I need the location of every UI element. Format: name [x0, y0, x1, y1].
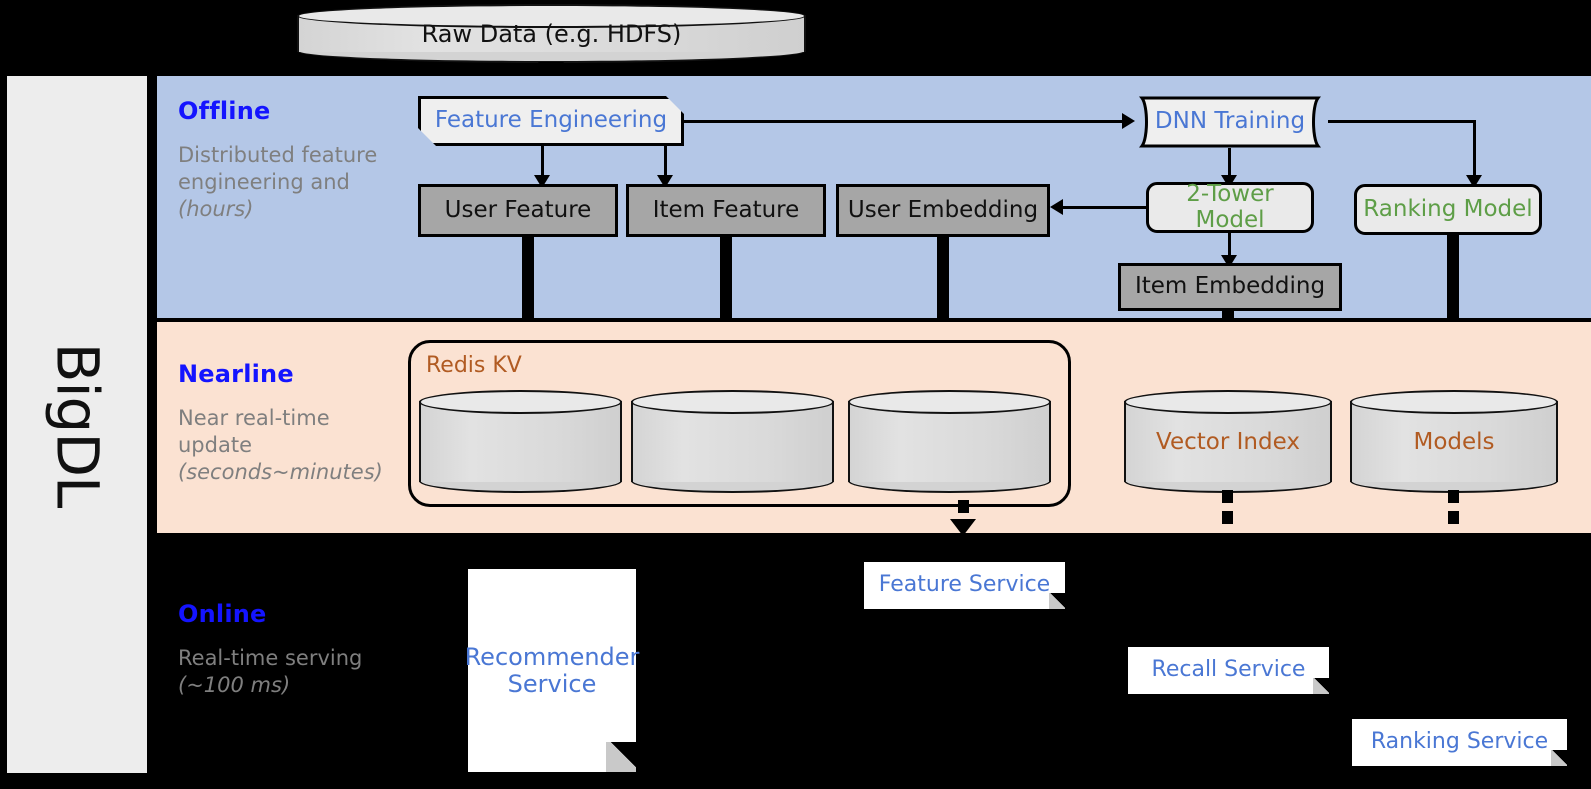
offline-desc-text: Distributed feature engineering and [178, 143, 378, 194]
section-offline-description: Distributed feature engineering and (hou… [178, 142, 393, 223]
models-label: Models [1413, 428, 1495, 455]
cylinder-top [1124, 390, 1332, 414]
connector-dnn-ranking-h [1328, 120, 1476, 123]
raw-data-label: Raw Data (e.g. HDFS) [421, 19, 682, 48]
connector-fe-userfeature [541, 146, 544, 180]
section-offline-title: Offline [178, 97, 271, 125]
recommender-service-label: Recommender Service [464, 642, 640, 698]
dashed-connector-models-rankingservice [1448, 490, 1459, 530]
node-user-feature[interactable]: User Feature [418, 184, 618, 237]
cylinder-body [848, 401, 1051, 482]
nearline-desc-italic: (seconds~minutes) [178, 459, 383, 484]
raw-data-cylinder: Raw Data (e.g. HDFS) [297, 4, 806, 63]
online-desc-italic: (~100 ms) [178, 672, 291, 697]
feature-engineering-label: Feature Engineering [434, 107, 668, 134]
connector-fe-itemfeature [664, 146, 667, 180]
node-dnn-training[interactable]: DNN Training [1132, 96, 1328, 148]
page-fold-corner [1313, 678, 1329, 694]
page-fold-corner [1551, 750, 1567, 766]
page-fold-corner [1049, 593, 1065, 609]
redis-kv-label: Redis KV [426, 353, 522, 378]
models-cylinder[interactable]: Models [1350, 390, 1558, 493]
node-item-feature[interactable]: Item Feature [626, 184, 826, 237]
dnn-training-shape [1139, 96, 1321, 148]
node-user-embedding[interactable]: User Embedding [836, 184, 1050, 237]
recall-service-label: Recall Service [1151, 657, 1306, 683]
vector-index-cylinder[interactable]: Vector Index [1124, 390, 1332, 493]
redis-cylinder-1 [419, 390, 622, 493]
redis-cylinder-2 [631, 390, 834, 493]
ranking-model-label: Ranking Model [1363, 195, 1533, 222]
node-item-embedding[interactable]: Item Embedding [1118, 263, 1342, 311]
user-embedding-label: User Embedding [847, 196, 1039, 223]
user-feature-label: User Feature [444, 196, 592, 223]
vector-index-label: Vector Index [1156, 428, 1300, 455]
node-ranking-service[interactable]: Ranking Service [1352, 719, 1567, 766]
cylinder-top [297, 4, 806, 28]
arrowhead-rawdata-fe [538, 62, 564, 79]
offline-desc-italic: (hours) [178, 196, 254, 221]
connector-dnn-ranking-v [1473, 120, 1476, 181]
arrowhead-twotower-userembedding [1050, 199, 1063, 215]
arrowhead-redis-featureservice [950, 519, 976, 536]
node-feature-service[interactable]: Feature Service [864, 562, 1065, 609]
section-online-title: Online [178, 600, 267, 628]
nearline-desc-text: Near real-time update [178, 406, 330, 457]
connector-twotower-itemembedding [1228, 233, 1231, 263]
cylinder-top [1350, 390, 1558, 414]
dnn-training-label: DNN Training [1154, 108, 1306, 135]
item-embedding-label: Item Embedding [1134, 273, 1326, 300]
connector-fe-dnn [684, 120, 1124, 123]
bigdl-label: BigDL [43, 342, 112, 507]
cylinder-body [419, 401, 622, 482]
arrowhead-fe-dnn [1122, 113, 1135, 129]
cylinder-body [631, 401, 834, 482]
ranking-service-label: Ranking Service [1370, 729, 1549, 755]
node-recommender-service[interactable]: Recommender Service [465, 569, 639, 772]
feature-service-label: Feature Service [878, 572, 1051, 598]
node-recall-service[interactable]: Recall Service [1128, 647, 1329, 694]
node-ranking-model[interactable]: Ranking Model [1354, 184, 1542, 235]
cylinder-top [419, 390, 622, 414]
group-redis-kv [408, 340, 1071, 507]
connector-twotower-userembedding [1062, 206, 1148, 209]
redis-cylinder-3 [848, 390, 1051, 493]
section-online-description: Real-time serving (~100 ms) [178, 645, 398, 699]
cylinder-top [848, 390, 1051, 414]
node-feature-engineering[interactable]: Feature Engineering [418, 96, 684, 146]
cylinder-top [631, 390, 834, 414]
bigdl-framework-rail: BigDL [7, 76, 147, 773]
section-nearline-description: Near real-time update (seconds~minutes) [178, 405, 408, 486]
dashed-connector-vectorindex-recallservice [1222, 490, 1233, 530]
item-feature-label: Item Feature [652, 196, 800, 223]
node-two-tower-model[interactable]: 2-Tower Model [1146, 180, 1314, 233]
connector-dnn-twotower [1228, 148, 1231, 181]
online-desc-text: Real-time serving [178, 646, 363, 670]
cylinder-body [1350, 401, 1558, 482]
dashed-connector-redis-featureservice [958, 500, 969, 524]
cylinder-body [1124, 401, 1332, 482]
page-fold-corner [606, 742, 636, 772]
two-tower-model-label: 2-Tower Model [1186, 180, 1274, 233]
section-nearline-title: Nearline [178, 360, 294, 388]
